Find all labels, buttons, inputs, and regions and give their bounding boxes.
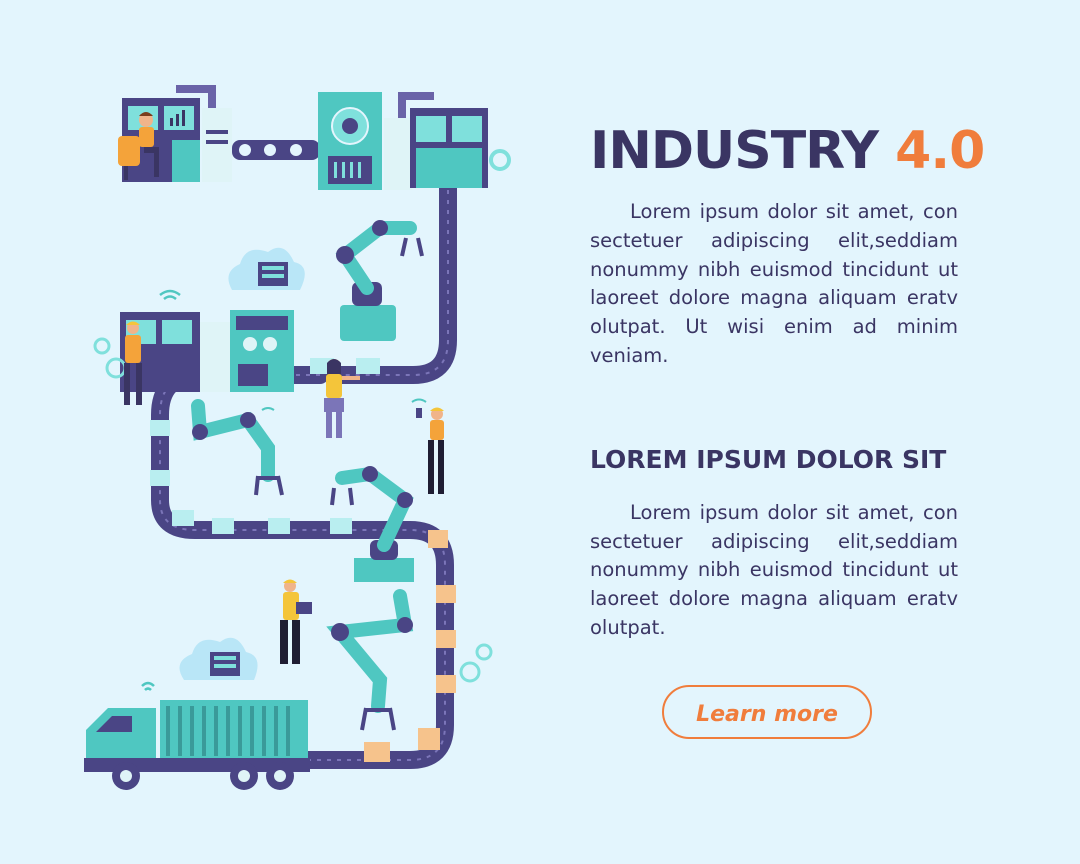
worker-figure bbox=[124, 321, 142, 405]
robot-arm-icon bbox=[326, 589, 493, 731]
worker-figure bbox=[324, 359, 360, 438]
learn-more-button[interactable]: Learn more bbox=[662, 685, 872, 739]
text-panel: INDUSTRY 4.0 Lorem ipsum dolor sit amet,… bbox=[590, 118, 985, 643]
truck-icon bbox=[84, 681, 310, 790]
gear-icon bbox=[489, 149, 511, 171]
top-conveyor bbox=[232, 140, 320, 160]
title-main: INDUSTRY bbox=[590, 121, 879, 181]
robot-arm-icon bbox=[330, 466, 414, 582]
cloud-server-icon bbox=[179, 637, 258, 680]
worker-figure bbox=[280, 579, 312, 664]
section-paragraph: Lorem ipsum dolor sit amet, con sectetue… bbox=[590, 500, 958, 639]
cardboard-box-icon bbox=[150, 358, 456, 762]
page-title: INDUSTRY 4.0 bbox=[590, 118, 985, 184]
robot-arm-icon bbox=[335, 220, 424, 341]
title-accent: 4.0 bbox=[895, 121, 985, 181]
top-machine-center bbox=[318, 92, 511, 190]
worker-seated bbox=[118, 112, 159, 180]
section-heading: LOREM IPSUM DOLOR SIT bbox=[590, 444, 947, 474]
factory-illustration bbox=[84, 85, 511, 790]
robot-arm-icon bbox=[191, 399, 284, 496]
intro-paragraph: Lorem ipsum dolor sit amet, con sectetue… bbox=[590, 200, 958, 367]
cloud-server-icon bbox=[228, 247, 305, 290]
top-machine-left bbox=[122, 85, 232, 182]
worker-figure bbox=[411, 398, 444, 494]
